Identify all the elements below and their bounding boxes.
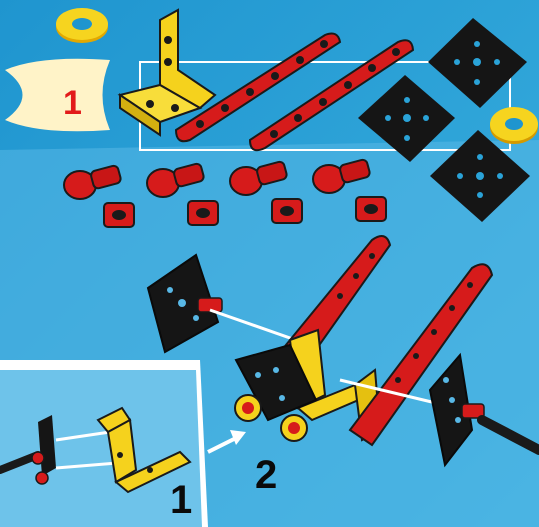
nut-icon bbox=[356, 197, 386, 221]
inset-step-1-number: 1 bbox=[170, 480, 192, 520]
washer-icon bbox=[56, 8, 108, 43]
washer-icon bbox=[490, 107, 538, 144]
step-2-number: 2 bbox=[255, 455, 277, 495]
nut-icon bbox=[272, 199, 302, 223]
nut-icon bbox=[188, 201, 218, 225]
parts-step-badge: 1 bbox=[63, 86, 82, 120]
nut-icon bbox=[104, 203, 134, 227]
